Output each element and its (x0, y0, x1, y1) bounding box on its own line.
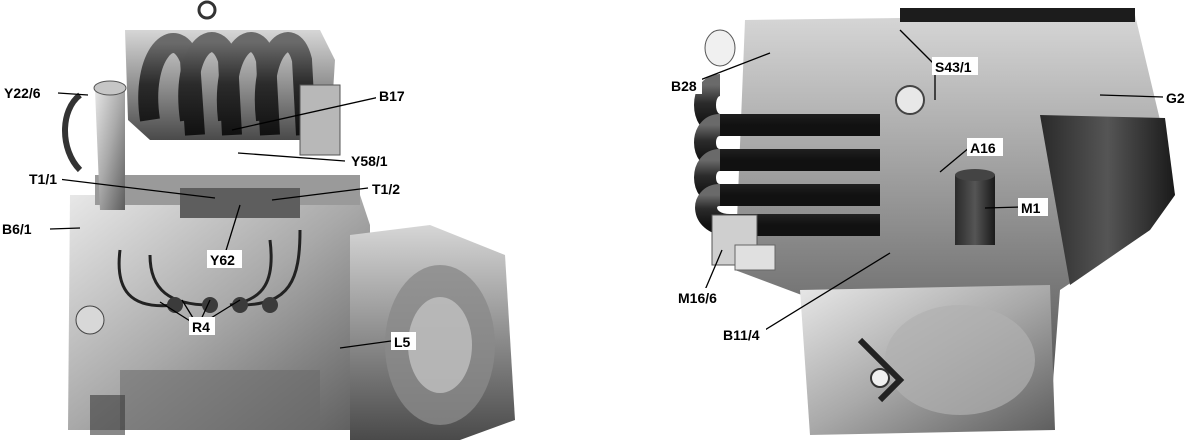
label-a16: A16 (967, 138, 1003, 156)
label-y62: Y62 (207, 250, 242, 268)
svg-text:B28: B28 (671, 78, 697, 94)
svg-text:Y22/6: Y22/6 (4, 85, 41, 101)
dipstick-handle-left (197, 0, 217, 20)
svg-text:M16/6: M16/6 (678, 290, 717, 306)
svg-text:L5: L5 (394, 334, 411, 350)
oil-filter-cap-right (895, 85, 925, 115)
throttle-body-left (299, 84, 341, 156)
air-pipe-left (95, 85, 125, 210)
label-g2: G2 (1163, 88, 1190, 106)
svg-text:B6/1: B6/1 (2, 221, 32, 237)
svg-text:M1: M1 (1021, 200, 1041, 216)
svg-text:R4: R4 (192, 319, 210, 335)
label-b28: B28 (668, 76, 702, 94)
engine-front-view (62, 0, 515, 440)
svg-text:T1/1: T1/1 (29, 171, 57, 187)
svg-text:B11/4: B11/4 (723, 327, 760, 343)
label-b17: B17 (376, 86, 408, 104)
label-t1-2: T1/2 (369, 179, 405, 197)
label-y22-6: Y22/6 (1, 83, 44, 101)
label-m1: M1 (1018, 198, 1048, 216)
ignition-coils-left (180, 188, 300, 218)
label-y58-1: Y58/1 (348, 151, 394, 169)
label-l5: L5 (391, 332, 416, 350)
spark-plugs-left (167, 297, 278, 313)
engine-cover-right (1040, 115, 1175, 285)
intake-runners-left (138, 32, 316, 136)
label-s43-1: S43/1 (932, 57, 978, 75)
starter-motor-right (955, 175, 995, 245)
label-m16-6: M16/6 (675, 288, 727, 306)
label-t1-1: T1/1 (26, 169, 62, 187)
svg-text:A16: A16 (970, 140, 996, 156)
label-r4: R4 (189, 317, 215, 335)
label-b6-1: B6/1 (0, 219, 38, 237)
svg-text:S43/1: S43/1 (935, 59, 972, 75)
svg-text:Y58/1: Y58/1 (351, 153, 388, 169)
pulley-left (75, 305, 105, 335)
svg-text:T1/2: T1/2 (372, 181, 400, 197)
label-b11-4: B11/4 (720, 325, 766, 343)
engine-side-view (694, 8, 1175, 435)
svg-text:B17: B17 (379, 88, 405, 104)
svg-text:G2: G2 (1166, 90, 1185, 106)
svg-text:Y62: Y62 (210, 252, 235, 268)
